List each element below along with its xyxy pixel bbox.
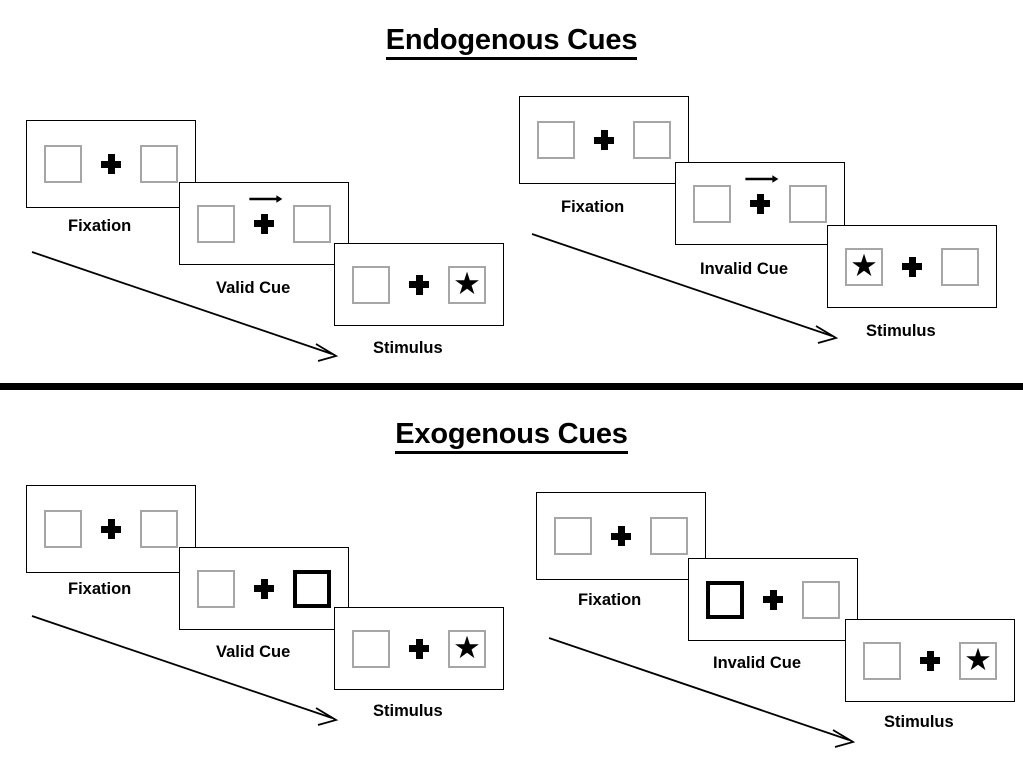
fixation-cross-icon bbox=[408, 638, 430, 660]
stage-label-endogenous-valid-cue: Valid Cue bbox=[216, 279, 291, 297]
fixation-cross-wrap bbox=[253, 578, 275, 600]
fixation-cross-icon bbox=[610, 525, 632, 547]
right-box bbox=[802, 580, 840, 619]
panel-exogenous-invalid-fixation bbox=[536, 492, 706, 580]
fixation-cross-wrap bbox=[408, 638, 430, 660]
panel-endogenous-valid-stimulus: ★ bbox=[334, 243, 504, 326]
fixation-cross-wrap bbox=[919, 650, 941, 672]
stage-label-exogenous-valid-fixation: Fixation bbox=[68, 580, 132, 598]
fixation-cross-wrap bbox=[100, 153, 122, 175]
time-arrow-exogenous-invalid bbox=[548, 637, 856, 748]
right-box bbox=[140, 510, 178, 548]
fixation-cross-icon bbox=[100, 518, 122, 540]
panel-exogenous-valid-stimulus: ★ bbox=[334, 607, 504, 690]
fixation-cross-icon bbox=[593, 129, 615, 151]
right-box-cued bbox=[293, 569, 331, 608]
stage-label-endogenous-valid-fixation: Fixation bbox=[68, 217, 132, 235]
right-box bbox=[293, 204, 331, 243]
panel-exogenous-valid-fixation bbox=[26, 485, 196, 573]
fixation-cross-icon bbox=[253, 578, 275, 600]
stage-label-exogenous-valid-cue: Valid Cue bbox=[216, 643, 291, 661]
left-box bbox=[352, 265, 390, 304]
section-title-endogenous: Endogenous Cues bbox=[0, 24, 1023, 60]
fixation-cross-wrap bbox=[593, 129, 615, 151]
left-box bbox=[537, 121, 575, 159]
stage-label-endogenous-invalid-fixation: Fixation bbox=[561, 198, 625, 216]
left-box bbox=[197, 569, 235, 608]
left-box-cued bbox=[706, 580, 744, 619]
right-box-target: ★ bbox=[448, 629, 486, 668]
panel-endogenous-invalid-stimulus: ★ bbox=[827, 225, 997, 308]
star-icon: ★ bbox=[964, 641, 992, 677]
left-box bbox=[197, 204, 235, 243]
star-icon: ★ bbox=[453, 265, 481, 301]
star-icon: ★ bbox=[453, 629, 481, 665]
fixation-cross-icon bbox=[100, 153, 122, 175]
right-box-target: ★ bbox=[448, 265, 486, 304]
fixation-cross-wrap bbox=[901, 256, 923, 278]
right-box-target: ★ bbox=[959, 641, 997, 680]
panel-endogenous-valid-fixation bbox=[26, 120, 196, 208]
left-box bbox=[693, 184, 731, 223]
fixation-cross-wrap bbox=[100, 518, 122, 540]
arrow-right-icon bbox=[745, 174, 779, 183]
panel-exogenous-valid-cue bbox=[179, 547, 349, 630]
section-title-exogenous: Exogenous Cues bbox=[0, 418, 1023, 454]
star-icon: ★ bbox=[850, 247, 878, 283]
stage-label-exogenous-invalid-cue: Invalid Cue bbox=[713, 654, 802, 672]
right-box bbox=[789, 184, 827, 223]
left-box bbox=[352, 629, 390, 668]
panel-exogenous-invalid-stimulus: ★ bbox=[845, 619, 1015, 702]
fixation-cross-icon bbox=[762, 589, 784, 611]
left-box-target: ★ bbox=[845, 247, 883, 286]
time-arrow-endogenous-invalid bbox=[531, 233, 839, 344]
left-box bbox=[44, 145, 82, 183]
panel-endogenous-invalid-fixation bbox=[519, 96, 689, 184]
stage-label-exogenous-valid-stimulus: Stimulus bbox=[373, 702, 443, 720]
left-box bbox=[863, 641, 901, 680]
fixation-cross-icon bbox=[408, 274, 430, 296]
stage-label-exogenous-invalid-stimulus: Stimulus bbox=[884, 713, 954, 731]
right-box bbox=[650, 517, 688, 555]
fixation-cross-icon bbox=[919, 650, 941, 672]
fixation-cross-wrap bbox=[249, 194, 283, 235]
fixation-cross-icon bbox=[901, 256, 923, 278]
fixation-cross-wrap bbox=[408, 274, 430, 296]
stage-label-exogenous-invalid-fixation: Fixation bbox=[578, 591, 642, 609]
arrow-right-icon bbox=[249, 194, 283, 203]
panel-exogenous-invalid-cue bbox=[688, 558, 858, 641]
section-divider bbox=[0, 383, 1023, 390]
stage-label-endogenous-invalid-cue: Invalid Cue bbox=[700, 260, 789, 278]
fixation-cross-icon bbox=[749, 193, 771, 215]
fixation-cross-wrap bbox=[745, 174, 779, 215]
panel-endogenous-invalid-cue bbox=[675, 162, 845, 245]
section-title-endogenous-text: Endogenous Cues bbox=[385, 24, 637, 60]
left-box bbox=[44, 510, 82, 548]
left-box bbox=[554, 517, 592, 555]
section-title-exogenous-text: Exogenous Cues bbox=[395, 418, 628, 454]
right-box bbox=[140, 145, 178, 183]
stage-label-endogenous-valid-stimulus: Stimulus bbox=[373, 339, 443, 357]
fixation-cross-icon bbox=[253, 213, 275, 235]
time-arrow-endogenous-valid bbox=[31, 251, 339, 362]
panel-endogenous-valid-cue bbox=[179, 182, 349, 265]
fixation-cross-wrap bbox=[762, 589, 784, 611]
fixation-cross-wrap bbox=[610, 525, 632, 547]
right-box bbox=[941, 247, 979, 286]
right-box bbox=[633, 121, 671, 159]
stage-label-endogenous-invalid-stimulus: Stimulus bbox=[866, 322, 936, 340]
time-arrow-exogenous-valid bbox=[31, 615, 339, 726]
